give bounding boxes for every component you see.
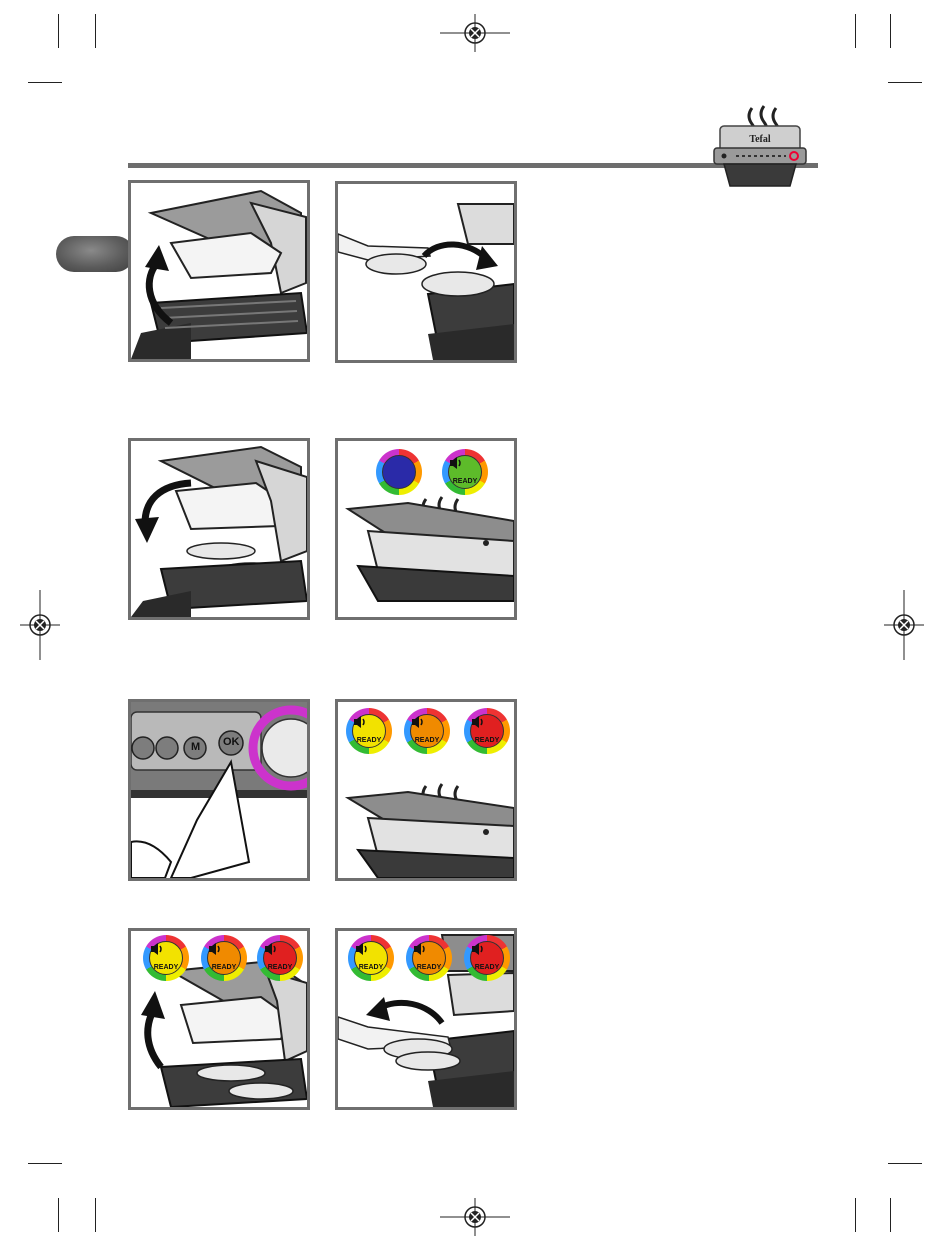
crop-mark bbox=[28, 82, 62, 83]
ready-green-indicator: READY bbox=[442, 449, 488, 495]
registration-mark-top bbox=[440, 14, 510, 52]
level-orange-indicator: READY bbox=[406, 935, 452, 981]
speaker-icon bbox=[150, 942, 164, 956]
ready-label: READY bbox=[449, 478, 481, 485]
preheat-blue-indicator bbox=[376, 449, 422, 495]
level-yellow-indicator: READY bbox=[143, 935, 189, 981]
speaker-icon bbox=[449, 456, 463, 470]
language-side-tab bbox=[56, 236, 134, 272]
panel-place-food bbox=[335, 181, 517, 363]
crop-mark bbox=[95, 1198, 96, 1232]
crop-mark bbox=[58, 14, 59, 48]
registration-mark-left bbox=[20, 590, 60, 660]
panel-preheat-ready: READY bbox=[335, 438, 517, 620]
m-button-label: M bbox=[191, 741, 200, 753]
speaker-icon bbox=[413, 942, 427, 956]
speaker-icon bbox=[353, 715, 367, 729]
ready-label: READY bbox=[150, 964, 182, 971]
panel-close-lid bbox=[128, 438, 310, 620]
ready-label: READY bbox=[208, 964, 240, 971]
speaker-icon bbox=[471, 942, 485, 956]
ready-label: READY bbox=[411, 737, 443, 744]
crop-mark bbox=[888, 1163, 922, 1164]
panel-remove-food: READY READY READY bbox=[335, 928, 517, 1110]
crop-mark bbox=[890, 1198, 891, 1232]
crop-mark bbox=[28, 1163, 62, 1164]
panel-press-ok: M OK bbox=[128, 699, 310, 881]
crop-mark bbox=[855, 1198, 856, 1232]
speaker-icon bbox=[411, 715, 425, 729]
ready-label: READY bbox=[413, 964, 445, 971]
speaker-icon bbox=[264, 942, 278, 956]
level-orange-indicator: READY bbox=[201, 935, 247, 981]
crop-mark bbox=[890, 14, 891, 48]
registration-mark-bottom bbox=[440, 1198, 510, 1236]
ok-button[interactable]: OK bbox=[223, 736, 240, 748]
level-yellow-indicator: READY bbox=[346, 708, 392, 754]
speaker-icon bbox=[471, 715, 485, 729]
crop-mark bbox=[58, 1198, 59, 1232]
ready-label: READY bbox=[355, 964, 387, 971]
level-orange-indicator: READY bbox=[404, 708, 450, 754]
ready-label: READY bbox=[471, 964, 503, 971]
panel-cooking-levels: READY READY READY bbox=[335, 699, 517, 881]
speaker-icon bbox=[208, 942, 222, 956]
crop-mark bbox=[888, 82, 922, 83]
level-red-indicator: READY bbox=[464, 935, 510, 981]
level-yellow-indicator: READY bbox=[348, 935, 394, 981]
grill-header-icon: Tefal bbox=[708, 98, 812, 198]
ready-label: READY bbox=[264, 964, 296, 971]
panel-open-lid-levels: READY READY READY bbox=[128, 928, 310, 1110]
ready-label: READY bbox=[353, 737, 385, 744]
tefal-logo-text: Tefal bbox=[749, 134, 771, 145]
registration-mark-right bbox=[884, 590, 924, 660]
speaker-icon bbox=[355, 942, 369, 956]
panel-open-lid bbox=[128, 180, 310, 362]
ready-label: READY bbox=[471, 737, 503, 744]
level-red-indicator: READY bbox=[257, 935, 303, 981]
crop-mark bbox=[95, 14, 96, 48]
level-red-indicator: READY bbox=[464, 708, 510, 754]
crop-mark bbox=[855, 14, 856, 48]
